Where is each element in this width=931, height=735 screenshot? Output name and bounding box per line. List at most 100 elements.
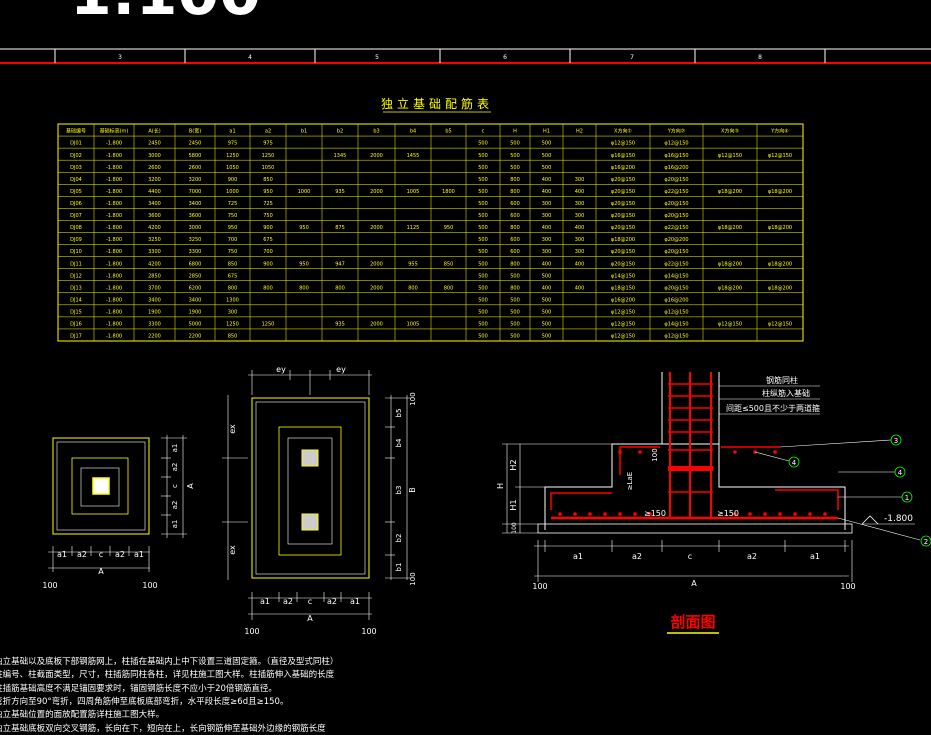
table-cell: 850: [263, 177, 273, 183]
section-note: 间距≤500且不少于两道箍: [726, 403, 820, 413]
table-cell: -1.800: [106, 225, 122, 231]
table-cell: 3400: [148, 297, 161, 303]
table-cell: 300: [575, 249, 585, 255]
table-cell: 500: [510, 322, 520, 328]
table-cell: -1.800: [106, 285, 122, 291]
dim-label: a2: [171, 463, 179, 472]
table-cell: 500: [478, 310, 488, 316]
table-cell: 750: [228, 249, 238, 255]
table-cell: 500: [510, 334, 520, 340]
table-cell: 500: [542, 153, 552, 159]
table-cell: 3000: [189, 225, 202, 231]
table-cell: -1.800: [106, 261, 122, 267]
table-cell: 1005: [407, 189, 420, 195]
table-cell: 2450: [148, 141, 161, 147]
table-cell: 500: [542, 297, 552, 303]
dim-label: a2: [115, 550, 125, 559]
dim-label: b3: [395, 486, 403, 495]
table-cell: 725: [263, 201, 273, 207]
dim-label: H1: [509, 499, 518, 510]
table-cell: 1900: [148, 310, 161, 316]
section-view: 钢筋同柱 柱纵筋入基础 间距≤500且不少于两道箍 3 4 4 1 2 -1.8…: [496, 372, 931, 634]
column-section: [92, 477, 110, 495]
table-cell: 400: [575, 261, 585, 267]
table-cell: φ18@200: [768, 285, 792, 291]
table-cell: -1.800: [106, 153, 122, 159]
table-cell: 2200: [189, 334, 202, 340]
table-cell: DJ02: [70, 153, 82, 159]
table-cell: 500: [478, 189, 488, 195]
table-cell: 500: [542, 141, 552, 147]
dim-label: H: [496, 483, 505, 489]
dim-ext: 100: [244, 627, 259, 636]
note-line: 3.柱插筋基础高度不满足锚固要求时，锚固钢筋长度不应小于20倍钢筋直径。: [0, 683, 277, 694]
dim-label: c: [688, 552, 692, 561]
table-header: H1: [543, 129, 550, 135]
dim-label: c: [308, 597, 312, 606]
table-cell: 400: [575, 225, 585, 231]
table-cell: 1050: [262, 165, 275, 171]
table-cell: 500: [510, 165, 520, 171]
table-cell: DJ05: [70, 189, 82, 195]
table-cell: 850: [228, 334, 238, 340]
dim-label: b5: [395, 409, 403, 418]
table-cell: DJ01: [70, 141, 82, 147]
column-section: [301, 449, 319, 467]
table-cell: 850: [444, 261, 454, 267]
dim-total: A: [186, 483, 195, 489]
table-cell: 1250: [262, 153, 275, 159]
table-cell: 3000: [148, 153, 161, 159]
table-cell: 500: [478, 237, 488, 243]
table-cell: 3400: [148, 201, 161, 207]
table-cell: φ18@200: [611, 237, 635, 243]
dim-label: a2: [632, 552, 642, 561]
table-cell: DJ11: [70, 261, 82, 267]
dim-total: A: [307, 614, 313, 623]
table-cell: 1125: [407, 225, 420, 231]
table-cell: 500: [478, 261, 488, 267]
dim-label: b4: [395, 438, 403, 447]
table-cell: 500: [542, 310, 552, 316]
table-cell: φ20@200: [664, 237, 688, 243]
table-cell: 3300: [148, 249, 161, 255]
table-header: b3: [373, 129, 379, 135]
table-cell: DJ15: [70, 310, 82, 316]
table-cell: φ14@150: [664, 273, 688, 279]
table-cell: 500: [478, 201, 488, 207]
table-cell: 3200: [189, 177, 202, 183]
table-cell: φ18@150: [611, 285, 635, 291]
table-cell: 500: [478, 285, 488, 291]
table-header: H2: [576, 129, 583, 135]
table-cell: 1000: [226, 189, 239, 195]
table-cell: φ20@150: [664, 285, 688, 291]
dim-label: 100: [651, 448, 659, 461]
table-cell: 400: [542, 189, 552, 195]
dim-label: ≥LaE: [626, 472, 634, 490]
table-cell: 800: [228, 285, 238, 291]
dim-label: a1: [350, 597, 360, 606]
axis-label: 4: [248, 54, 252, 61]
note-line: 6.独立基础底板双向交叉钢筋，长向在下，短向在上，长向钢筋伸至基础外边缘的钢筋长…: [0, 723, 326, 734]
table-cell: φ12@150: [768, 322, 792, 328]
table-header: H: [513, 129, 517, 135]
table-cell: 975: [263, 141, 273, 147]
table-cell: -1.800: [106, 141, 122, 147]
table-cell: DJ04: [70, 177, 82, 183]
table-cell: 800: [510, 225, 520, 231]
table-cell: 1000: [298, 189, 311, 195]
table-cell: DJ06: [70, 201, 82, 207]
table-cell: 600: [510, 237, 520, 243]
table-cell: 6800: [189, 261, 202, 267]
table-cell: DJ16: [70, 322, 82, 328]
axis-label: 3: [118, 54, 122, 61]
dim-label: a2: [327, 597, 337, 606]
table-cell: φ20@150: [611, 225, 635, 231]
table-header: B(宽): [189, 128, 201, 135]
dim-total: B: [408, 487, 417, 493]
table-cell: DJ09: [70, 237, 82, 243]
table-cell: φ22@150: [664, 225, 688, 231]
dim-label: ey: [276, 365, 286, 374]
table-cell: 1005: [407, 322, 420, 328]
table-cell: -1.800: [106, 273, 122, 279]
table-cell: 4200: [148, 261, 161, 267]
